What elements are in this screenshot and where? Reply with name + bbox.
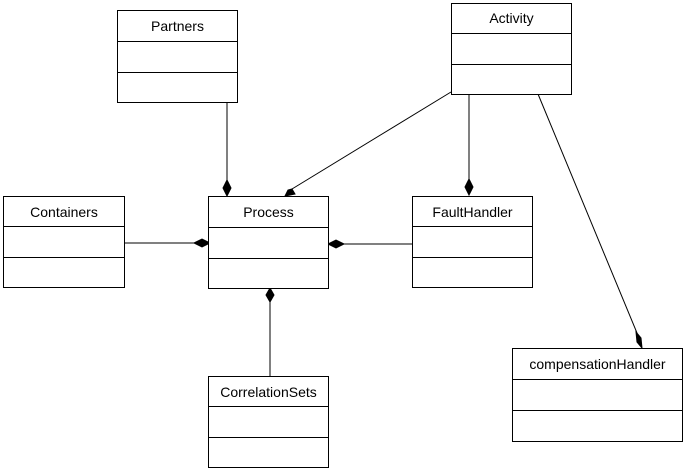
composition-diamond-activity-faulthandler xyxy=(464,177,474,197)
class-name-compensationhandler: compensationHandler xyxy=(529,356,666,372)
composition-diamond-activity-process xyxy=(284,188,296,197)
composition-diamond-faulthandler-process xyxy=(326,239,346,249)
class-activity: Activity xyxy=(451,3,572,95)
class-name-faulthandler: FaultHandler xyxy=(432,204,512,220)
class-name-partners: Partners xyxy=(151,18,204,34)
composition-diamond-containers xyxy=(192,238,212,248)
activity-compensationhandler-link xyxy=(537,93,638,334)
composition-diamond-correlationsets xyxy=(265,286,275,304)
class-name-containers: Containers xyxy=(30,204,98,220)
class-partners: Partners xyxy=(117,10,238,103)
class-containers: Containers xyxy=(3,196,125,288)
class-process: Process xyxy=(208,196,329,289)
class-correlationsets: CorrelationSets xyxy=(208,376,329,468)
composition-diamond-activity-compensationhandler xyxy=(635,330,643,350)
class-name-correlationsets: CorrelationSets xyxy=(220,384,317,400)
class-faulthandler: FaultHandler xyxy=(412,196,533,288)
class-name-process: Process xyxy=(243,204,294,220)
activity-process-link xyxy=(291,91,452,190)
composition-diamond-partners xyxy=(222,178,232,198)
class-compensationhandler: compensationHandler xyxy=(512,348,683,442)
relationship-lines xyxy=(124,91,638,376)
class-name-activity: Activity xyxy=(489,10,533,26)
